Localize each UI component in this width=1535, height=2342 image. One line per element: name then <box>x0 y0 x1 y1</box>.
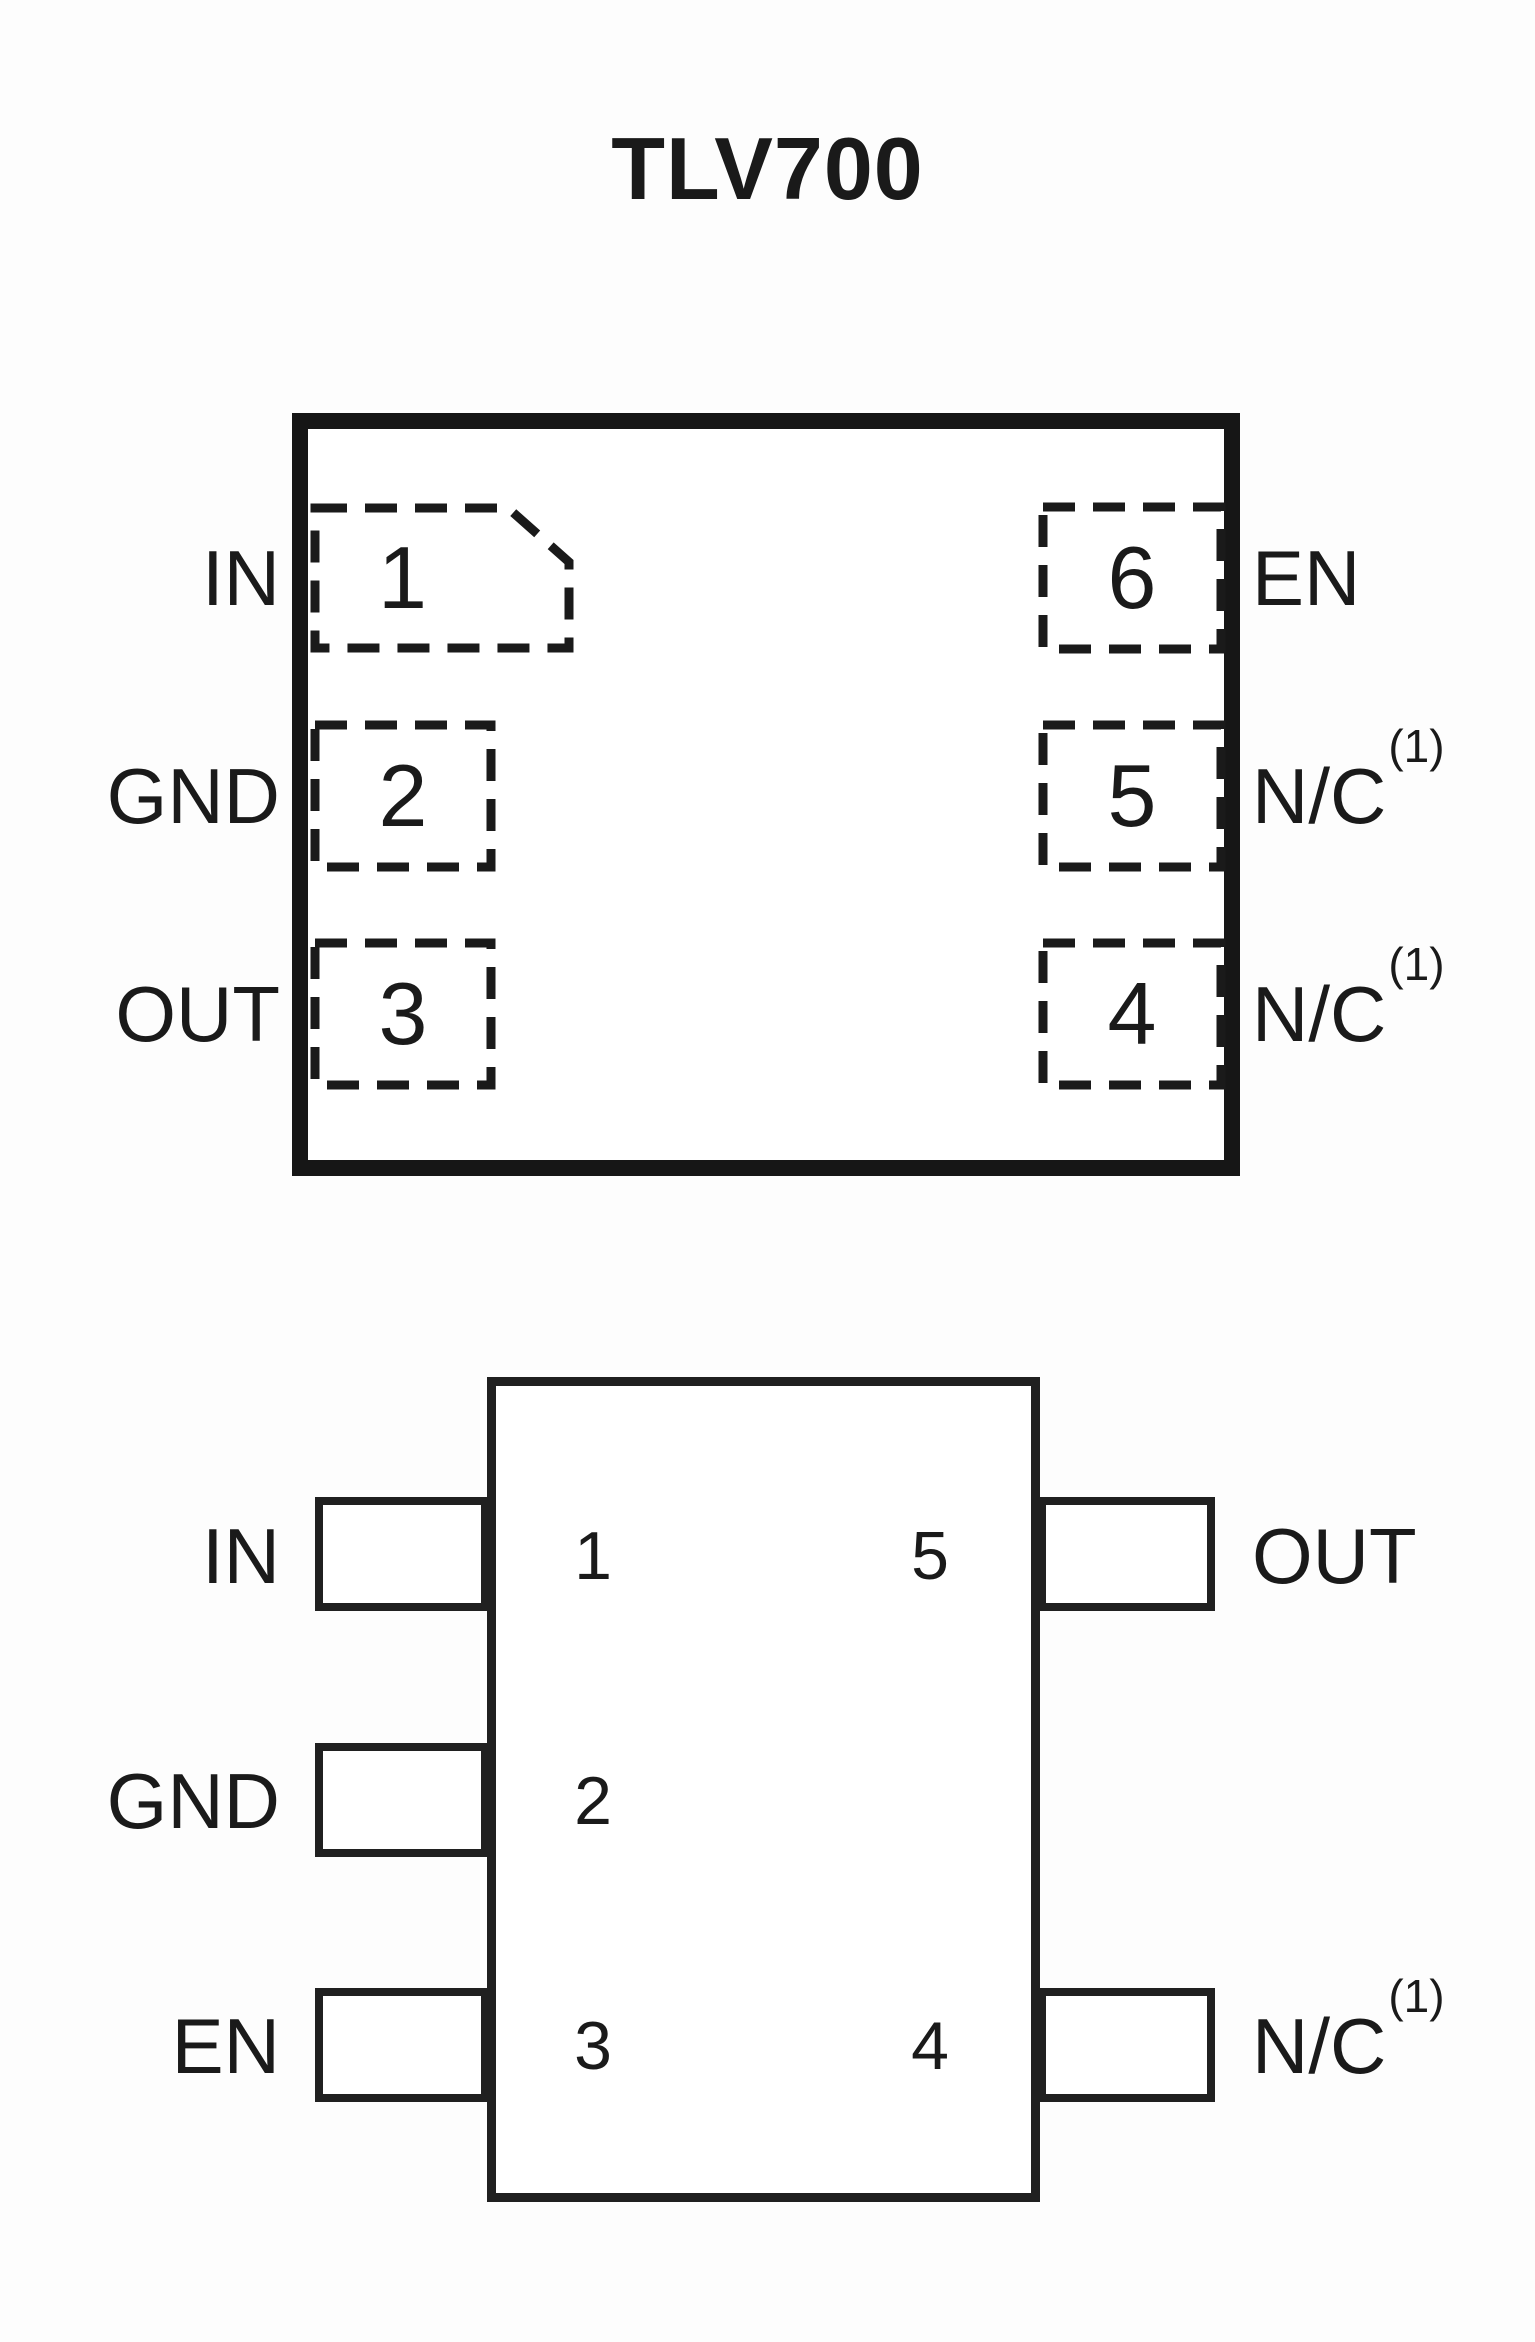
top-label-nc4: N/C(1) <box>1252 941 1445 1053</box>
bottom-label-out-text: OUT <box>1252 1512 1417 1600</box>
pin3-dashed-outline <box>310 938 496 1090</box>
bottom-lead-pin5 <box>1038 1497 1215 1611</box>
top-label-nc5-text: N/C <box>1252 752 1387 840</box>
top-label-nc5: N/C(1) <box>1252 723 1445 835</box>
bottom-pin-number-1: 1 <box>574 1518 612 1594</box>
top-label-en: EN <box>1252 539 1362 617</box>
top-label-out-text: OUT <box>115 970 280 1058</box>
top-pin-number-1: 1 <box>378 528 427 627</box>
pin1-chamfered-dashed-outline <box>310 503 574 653</box>
bottom-lead-pin4 <box>1038 1988 1215 2102</box>
bottom-label-en-text: EN <box>171 2002 280 2090</box>
top-label-in-text: IN <box>202 534 280 622</box>
bottom-label-in: IN <box>40 1517 280 1595</box>
top-pin-box-3: 3 <box>310 938 496 1090</box>
top-label-nc4-footnote: (1) <box>1388 938 1445 990</box>
bottom-pin-number-2: 2 <box>574 1763 612 1839</box>
top-pin-box-4: 4 <box>1038 938 1226 1090</box>
top-pin-box-5: 5 <box>1038 720 1226 872</box>
top-pin-number-2: 2 <box>378 746 428 845</box>
pin2-dashed-outline <box>310 720 496 872</box>
top-package-outline <box>292 413 1240 1176</box>
bottom-label-out: OUT <box>1252 1517 1419 1595</box>
bottom-pin-number-3: 3 <box>574 2008 612 2084</box>
page-title: TLV700 <box>611 119 924 218</box>
top-pin-number-4: 4 <box>1107 964 1157 1063</box>
top-label-out: OUT <box>40 975 280 1053</box>
bottom-label-nc-text: N/C <box>1252 2002 1387 2090</box>
top-label-en-text: EN <box>1252 534 1361 622</box>
top-pin-box-2: 2 <box>310 720 496 872</box>
bottom-lead-pin2 <box>315 1743 489 1857</box>
top-label-in: IN <box>40 539 280 617</box>
bottom-label-in-text: IN <box>202 1512 280 1600</box>
top-label-nc5-footnote: (1) <box>1388 720 1445 772</box>
bottom-lead-pin3 <box>315 1988 489 2102</box>
top-pin-box-1: 1 <box>310 502 575 654</box>
top-pin-number-6: 6 <box>1107 528 1157 627</box>
bottom-lead-pin1 <box>315 1497 489 1611</box>
top-label-gnd-text: GND <box>106 752 280 840</box>
bottom-package-outline <box>487 1377 1040 2202</box>
bottom-label-gnd-text: GND <box>106 1757 280 1845</box>
pin4-dashed-outline <box>1038 938 1226 1090</box>
top-label-nc4-text: N/C <box>1252 970 1387 1058</box>
top-pin-number-5: 5 <box>1107 746 1157 845</box>
top-pin-box-6: 6 <box>1038 502 1226 654</box>
pin6-dashed-outline <box>1038 502 1226 654</box>
top-label-gnd: GND <box>40 757 280 835</box>
bottom-label-nc-footnote: (1) <box>1388 1970 1445 2022</box>
bottom-label-en: EN <box>40 2007 280 2085</box>
top-pin-number-3: 3 <box>378 964 428 1063</box>
bottom-pin-number-4: 4 <box>911 2008 949 2084</box>
bottom-pin-number-5: 5 <box>911 1518 949 1594</box>
pin5-dashed-outline <box>1038 720 1226 872</box>
bottom-label-gnd: GND <box>40 1762 280 1840</box>
bottom-label-nc: N/C(1) <box>1252 1973 1445 2085</box>
